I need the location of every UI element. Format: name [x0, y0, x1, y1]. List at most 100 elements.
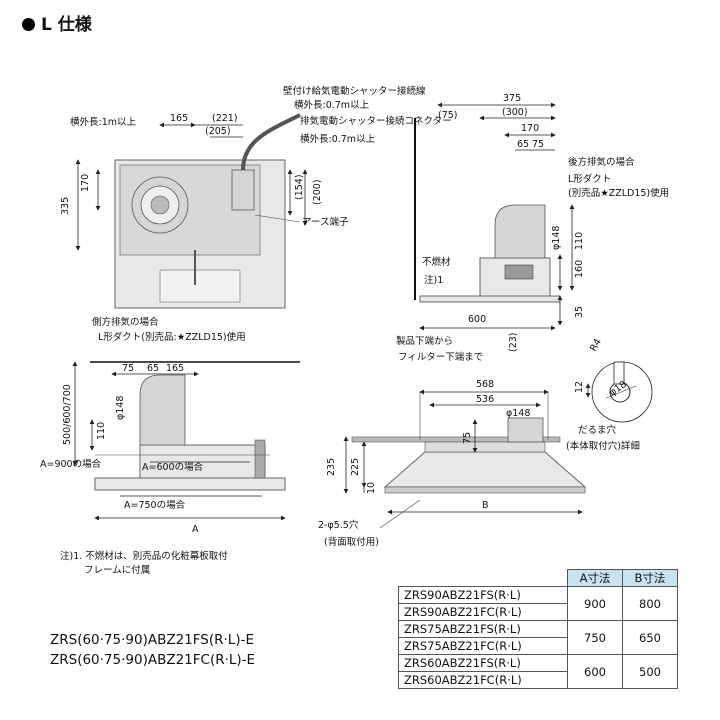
phi148-side: φ148 — [551, 226, 562, 250]
label-l-duct-a: L形ダクト — [568, 173, 611, 185]
label-from-bottom: 製品下端から — [396, 335, 453, 347]
dim-170-top: 170 — [80, 174, 91, 192]
dimension-table: A寸法 B寸法 ZRS90ABZ21FS(R·L) 900 800 ZRS90A… — [398, 569, 678, 689]
table-row: ZRS90ABZ21FC(R·L) — [398, 603, 678, 621]
model-cell: ZRS75ABZ21FS(R·L) — [398, 620, 568, 638]
dim-75p: (75) — [438, 110, 458, 121]
table-row: ZRS75ABZ21FC(R·L) — [398, 637, 678, 655]
title-text: L 仕様 — [41, 15, 92, 35]
dim-200: (200) — [312, 179, 323, 205]
footnote-line-1: 注)1. 不燃材は、別売品の化粧幕板取付 — [60, 551, 228, 562]
dim-165-top: 165 — [170, 113, 188, 124]
label-holes-b: (背面取付用) — [324, 536, 379, 548]
model-cell: ZRS75ABZ21FC(R·L) — [398, 637, 568, 655]
cable — [241, 113, 301, 171]
label-side-exhaust: 側方排気の場合 — [92, 316, 159, 328]
model-line-1: ZRS(60·75·90)ABZ21FS(R·L)-E — [50, 632, 254, 648]
table-row: ZRS75ABZ21FS(R·L) 750 650 — [398, 620, 678, 655]
dim-536: 536 — [476, 394, 494, 405]
a-value: 900 — [567, 586, 623, 621]
table-row: ZRS60ABZ21FS(R·L) 600 500 — [398, 654, 678, 689]
dim-568: 568 — [476, 379, 494, 390]
table-row: ZRS60ABZ21FC(R·L) — [398, 671, 678, 689]
dim-165-plan: 165 — [166, 363, 184, 374]
label-a900: A=900の場合 — [40, 458, 102, 470]
a-value: 750 — [567, 620, 623, 655]
label-rear-exhaust: 後方排気の場合 — [568, 156, 635, 168]
hood-front-shape — [383, 451, 587, 488]
table-header-row: A寸法 B寸法 — [398, 569, 678, 587]
label-note1: 注)1 — [424, 274, 443, 286]
label-a600: A=600の場合 — [142, 461, 204, 473]
dim-65-side: 65 — [517, 139, 529, 150]
label-filter-bottom: フィルター下端まで — [398, 351, 483, 363]
model-cell: ZRS90ABZ21FS(R·L) — [398, 586, 568, 604]
dim-35: 35 — [574, 306, 585, 318]
dim-160: 160 — [574, 260, 585, 278]
dim-221: (221) — [212, 113, 238, 124]
phi148-plan: φ148 — [115, 396, 126, 420]
dim-110-side: 110 — [574, 232, 585, 250]
b-value: 500 — [622, 654, 678, 689]
label-A: A — [192, 524, 199, 535]
dim-225: 225 — [350, 458, 361, 476]
page-title: L 仕様 — [22, 10, 92, 35]
label-earth: アース端子 — [302, 216, 349, 228]
dim-600: 600 — [468, 314, 486, 325]
label-a750: A=750の場合 — [124, 499, 186, 511]
label-connector: 排気電動シャッター接続コネクター — [300, 115, 452, 127]
header-a: A寸法 — [567, 569, 623, 587]
label-outer-07a: 横外長:0.7m以上 — [294, 99, 370, 111]
dim-10: 10 — [366, 482, 377, 494]
dim-65-plan: 65 — [147, 363, 159, 374]
label-outer-07b: 横外長:0.7m以上 — [300, 133, 376, 145]
model-cell: ZRS90ABZ21FC(R·L) — [398, 603, 568, 621]
a-value: 600 — [567, 654, 623, 689]
bullet-icon — [22, 18, 35, 31]
dim-335: 335 — [60, 197, 71, 215]
label-holes-a: 2-φ5.5穴 — [318, 519, 359, 531]
label-r4: R4 — [588, 337, 604, 353]
footnote: 注)1. 不燃材は、別売品の化粧幕板取付 フレームに付属 — [60, 550, 228, 578]
hood-body-plan — [94, 477, 286, 491]
footnote-line-2: フレームに付属 — [84, 565, 151, 576]
duct-collar-front — [507, 417, 544, 443]
dim-170-side: 170 — [521, 123, 539, 134]
dim-154: (154) — [294, 174, 305, 200]
model-line-2: ZRS(60·75·90)ABZ21FC(R·L)-E — [50, 652, 256, 668]
side-view — [414, 102, 575, 331]
dim-23: (23) — [508, 332, 519, 352]
connector-box — [231, 169, 255, 211]
dim-12: 12 — [574, 381, 585, 393]
header-b: B寸法 — [622, 569, 678, 587]
dim-75-side: 75 — [532, 139, 544, 150]
plan-view — [72, 361, 300, 521]
model-cell: ZRS60ABZ21FC(R·L) — [398, 671, 568, 689]
label-l-duct-b: (別売品★ZZLD15)使用 — [568, 187, 669, 199]
label-B: B — [482, 500, 489, 511]
model-names: ZRS(60·75·90)ABZ21FS(R·L)-E ZRS(60·75·90… — [50, 630, 255, 670]
dim-75-front: 75 — [462, 432, 473, 444]
label-daruma-b: (本体取付穴)詳細 — [566, 440, 640, 452]
dim-110-plan: 110 — [96, 422, 107, 440]
table-corner — [398, 569, 568, 587]
label-wall-wire: 壁付け給気電動シャッター接続線 — [283, 85, 426, 97]
model-cell: ZRS60ABZ21FS(R·L) — [398, 654, 568, 672]
label-daruma-a: だるま穴 — [578, 424, 617, 436]
table-row: ZRS90ABZ21FS(R·L) 900 800 — [398, 586, 678, 621]
dim-375: 375 — [503, 93, 521, 104]
b-value: 800 — [622, 586, 678, 621]
front-view — [343, 389, 587, 529]
top-view — [75, 113, 308, 309]
phi148-front: φ148 — [506, 408, 530, 419]
label-l-duct-plan: L形ダクト(別売品:★ZZLD15)使用 — [98, 331, 246, 343]
label-outer-1m: 横外長:1m以上 — [70, 116, 136, 128]
dim-205: (205) — [205, 126, 231, 137]
label-nonflam: 不燃材 — [422, 256, 451, 268]
dim-300: (300) — [502, 107, 528, 118]
dim-75-plan: 75 — [122, 363, 134, 374]
l-duct-side — [494, 204, 546, 259]
b-value: 650 — [622, 620, 678, 655]
l-duct-plan — [139, 374, 186, 446]
